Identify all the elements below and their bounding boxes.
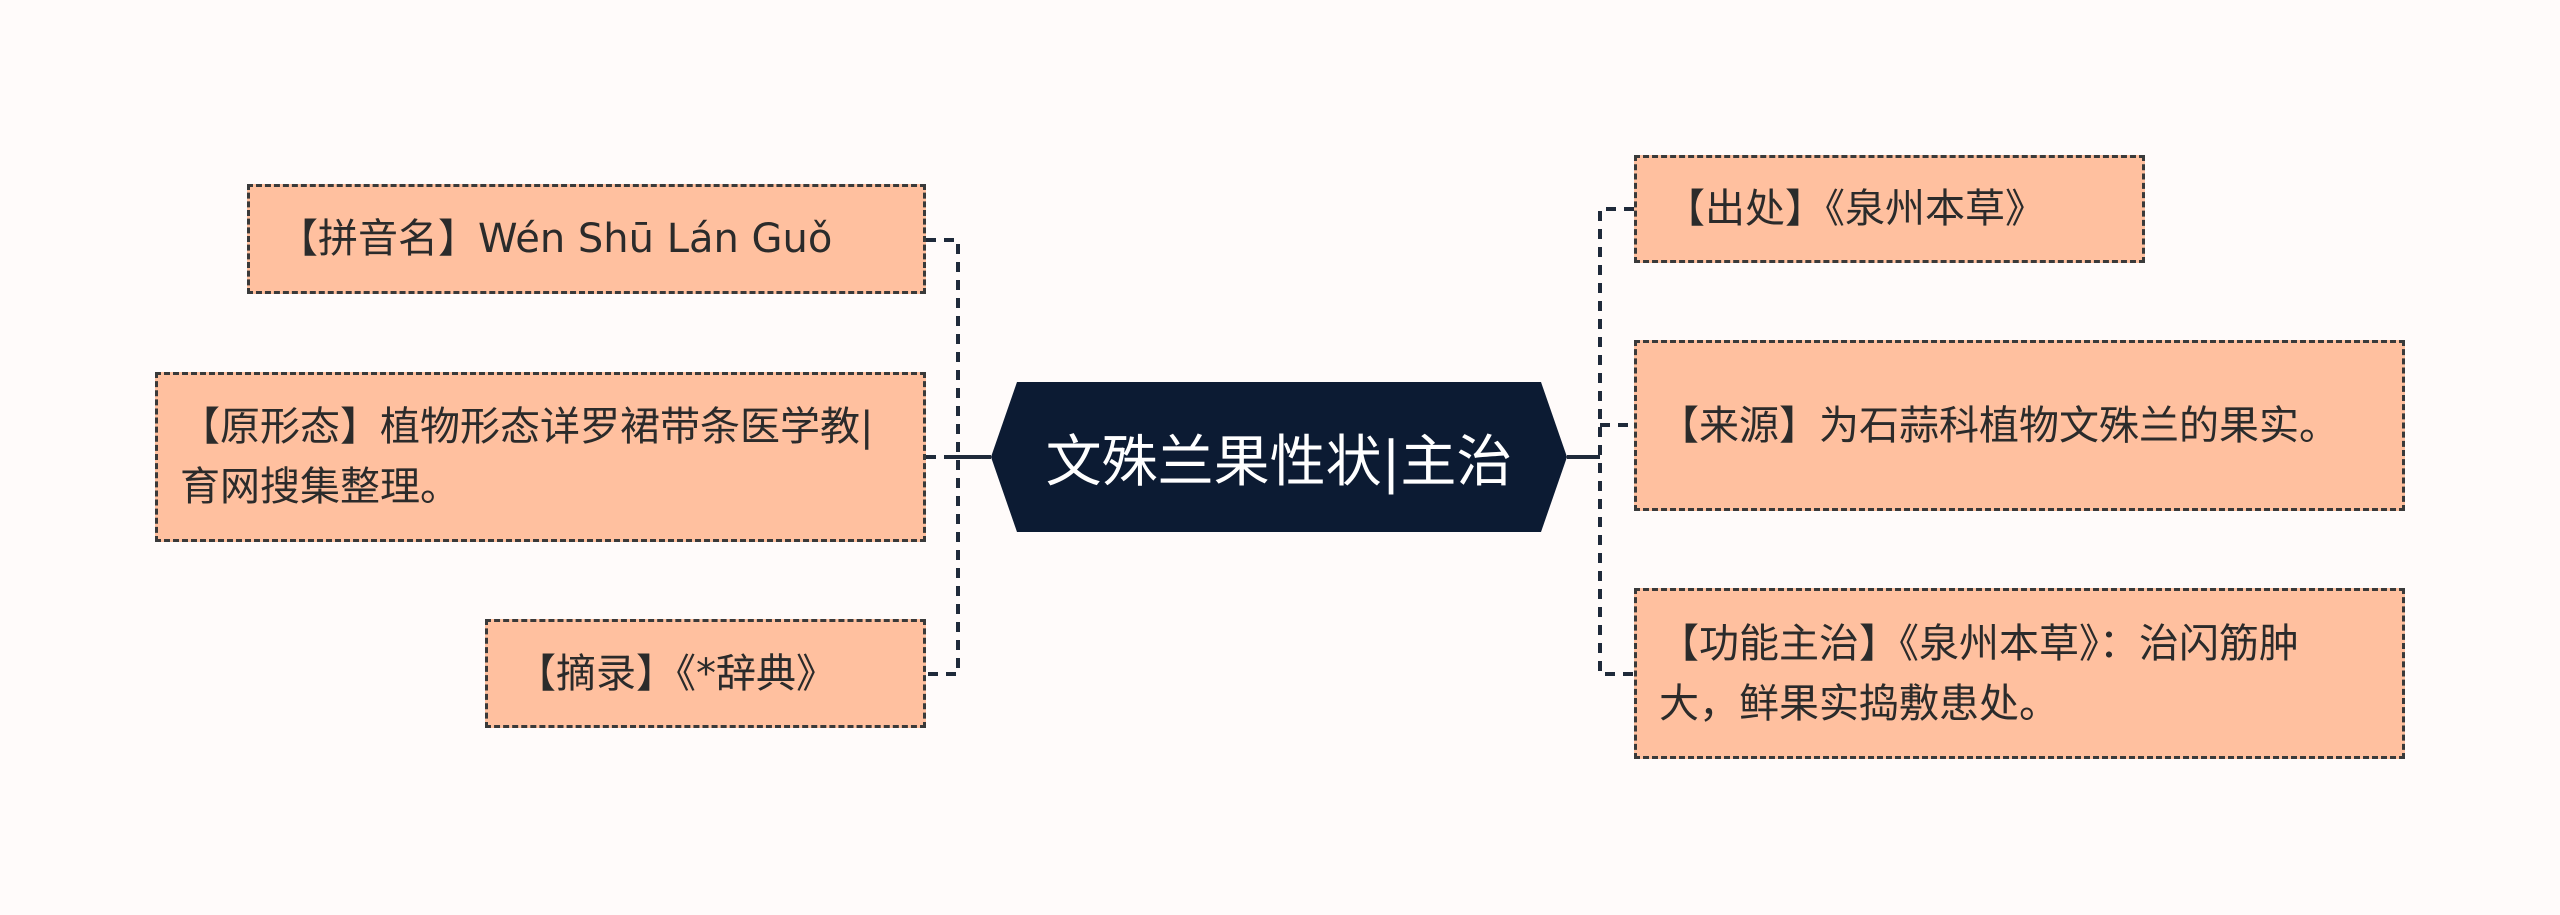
node-label: 【出处】《泉州本草》 <box>1665 186 2045 232</box>
node-label: 【摘录】《*辞典》 <box>516 650 836 697</box>
node-label: 【原形态】植物形态详罗裙带条医学教|育网搜集整理。 <box>180 404 874 510</box>
node-excerpt[interactable]: 【摘录】《*辞典》 <box>485 619 926 728</box>
central-topic-label: 文殊兰果性状|主治 <box>1045 429 1513 495</box>
central-topic[interactable]: 文殊兰果性状|主治 <box>991 382 1567 532</box>
node-label: 【来源】为石蒜科植物文殊兰的果实。 <box>1659 402 2339 449</box>
node-function[interactable]: 【功能主治】《泉州本草》：治闪筋肿大，鲜果实捣敷患处。 <box>1634 588 2405 759</box>
node-label: 【拼音名】Wén Shū Lán Guǒ <box>278 216 833 262</box>
node-origin[interactable]: 【来源】为石蒜科植物文殊兰的果实。 <box>1634 340 2405 511</box>
hexagon-shape <box>991 382 1567 532</box>
node-source-book[interactable]: 【出处】《泉州本草》 <box>1634 155 2145 263</box>
node-label: 【功能主治】《泉州本草》：治闪筋肿大，鲜果实捣敷患处。 <box>1659 620 2299 727</box>
node-morphology[interactable]: 【原形态】植物形态详罗裙带条医学教|育网搜集整理。 <box>155 372 926 542</box>
node-pinyin[interactable]: 【拼音名】Wén Shū Lán Guǒ <box>247 184 926 294</box>
